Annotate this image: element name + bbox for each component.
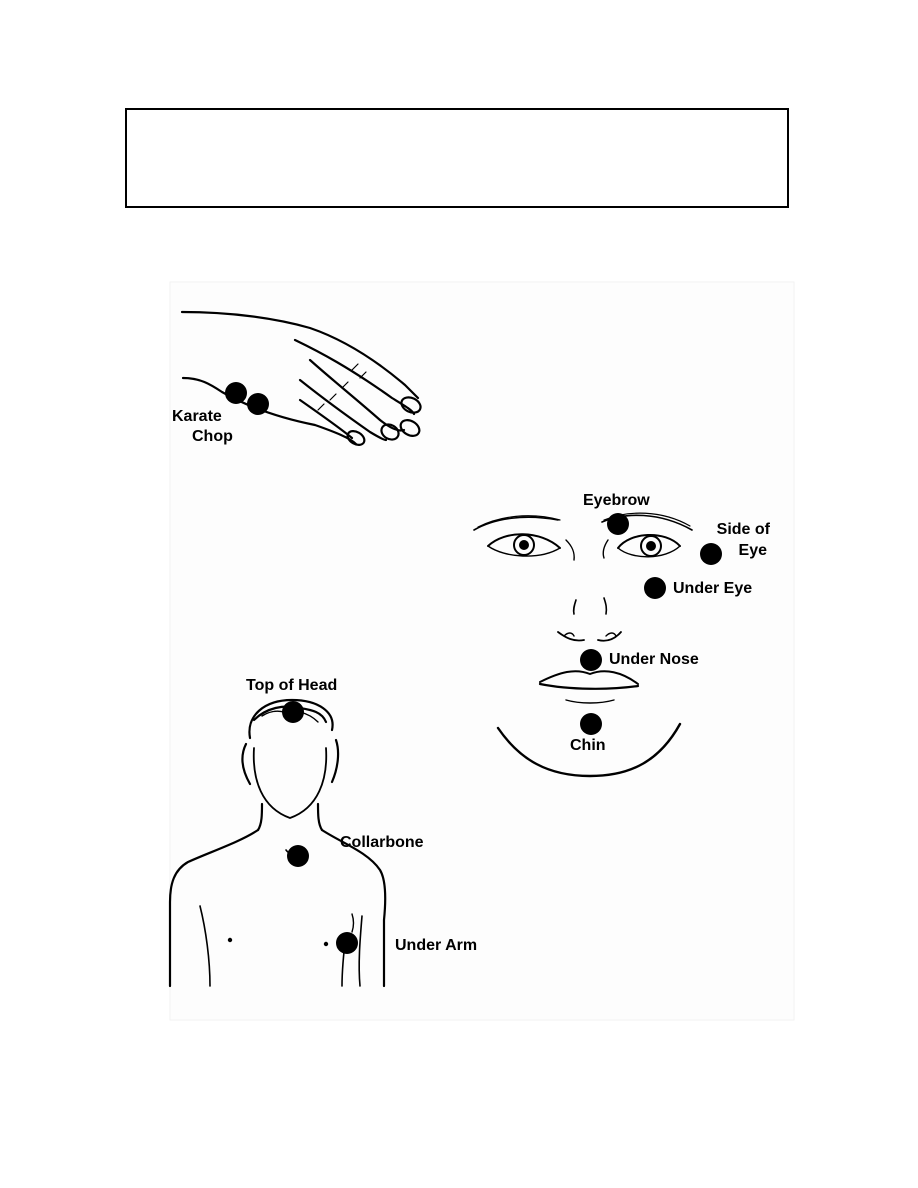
under-nose-label: Under Nose (609, 651, 699, 668)
chin-point (580, 713, 602, 735)
illustration-panel (169, 281, 795, 1021)
eyebrow-point (607, 513, 629, 535)
top-of-head-point (282, 701, 304, 723)
body-illustration (168, 698, 387, 988)
under-nose-point (580, 649, 602, 671)
karate-chop-point-1 (225, 382, 247, 404)
under-eye-point (644, 577, 666, 599)
side-of-eye-point (700, 543, 722, 565)
top-of-head-label: Top of Head (246, 677, 338, 694)
hand-illustration (180, 310, 422, 446)
karate-chop-point-2 (247, 393, 269, 415)
karate-chop-label-line1: Karate (172, 408, 222, 425)
left-nipple-mark (227, 937, 233, 943)
chin-label: Chin (570, 737, 606, 754)
under-arm-point (336, 932, 358, 954)
under-eye-label: Under Eye (673, 580, 753, 597)
side-of-eye-label-line2: Eye (738, 542, 767, 559)
eyebrow-label: Eyebrow (583, 492, 650, 509)
side-of-eye-label-line1: Side of (716, 521, 770, 538)
collarbone-label: Collarbone (340, 834, 424, 851)
under-arm-label: Under Arm (395, 937, 478, 954)
right-nipple-mark (323, 941, 329, 947)
karate-chop-label-line2: Chop (192, 428, 233, 445)
title-box (125, 108, 789, 208)
collarbone-point (287, 845, 309, 867)
